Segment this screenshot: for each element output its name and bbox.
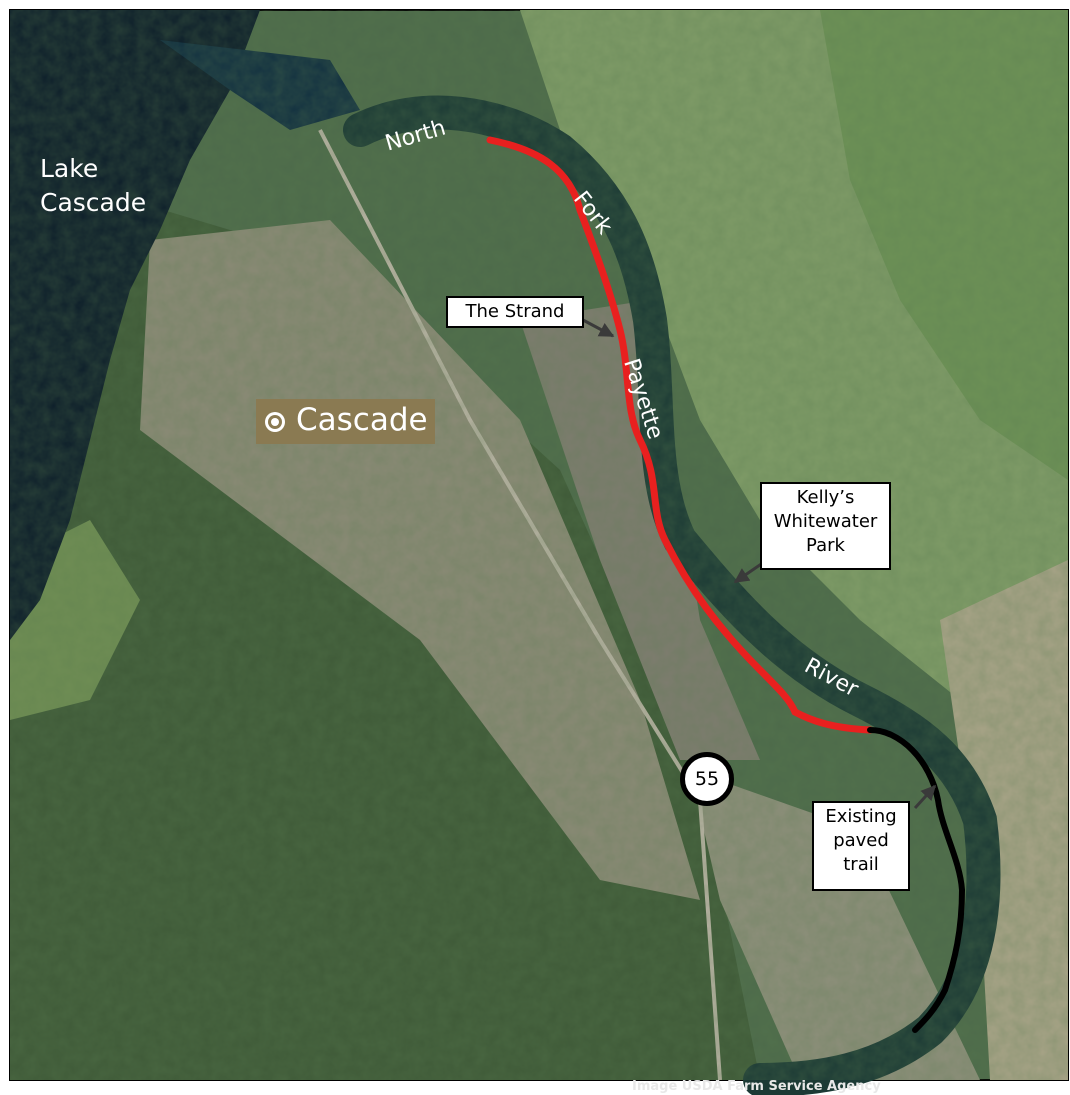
callout-kellys-line3: Park <box>806 535 845 556</box>
town-name: Cascade <box>296 402 428 438</box>
callout-the-strand-text: The Strand <box>465 301 565 322</box>
callout-kellys-line1: Kelly’s <box>796 487 855 508</box>
callout-kellys-whitewater-park: Kelly’s Whitewater Park <box>760 482 891 570</box>
proposed-trail-route <box>486 136 874 734</box>
existing-paved-trail <box>867 727 966 1033</box>
highway-55-shield-icon: 55 <box>680 752 734 806</box>
callout-trail-line3: trail <box>843 854 879 875</box>
lake-label-line1: Lake <box>40 154 99 183</box>
trail-arrow <box>913 784 937 810</box>
terrain-texture <box>10 10 1068 1080</box>
image-credit: Image USDA Farm Service Agency <box>632 1079 881 1094</box>
callout-kellys-line2: Whitewater <box>773 511 878 532</box>
lake-label-line2: Cascade <box>40 188 147 217</box>
town-label-cascade: Cascade <box>256 399 435 444</box>
callout-the-strand: The Strand <box>446 296 584 328</box>
strand-arrow <box>582 318 615 338</box>
callout-existing-paved-trail: Existing paved trail <box>812 801 910 891</box>
callout-trail-line2: paved <box>833 830 889 851</box>
callout-trail-line1: Existing <box>825 806 897 827</box>
town-bullseye-icon <box>265 412 285 432</box>
lake-label: Lake Cascade <box>40 152 146 220</box>
